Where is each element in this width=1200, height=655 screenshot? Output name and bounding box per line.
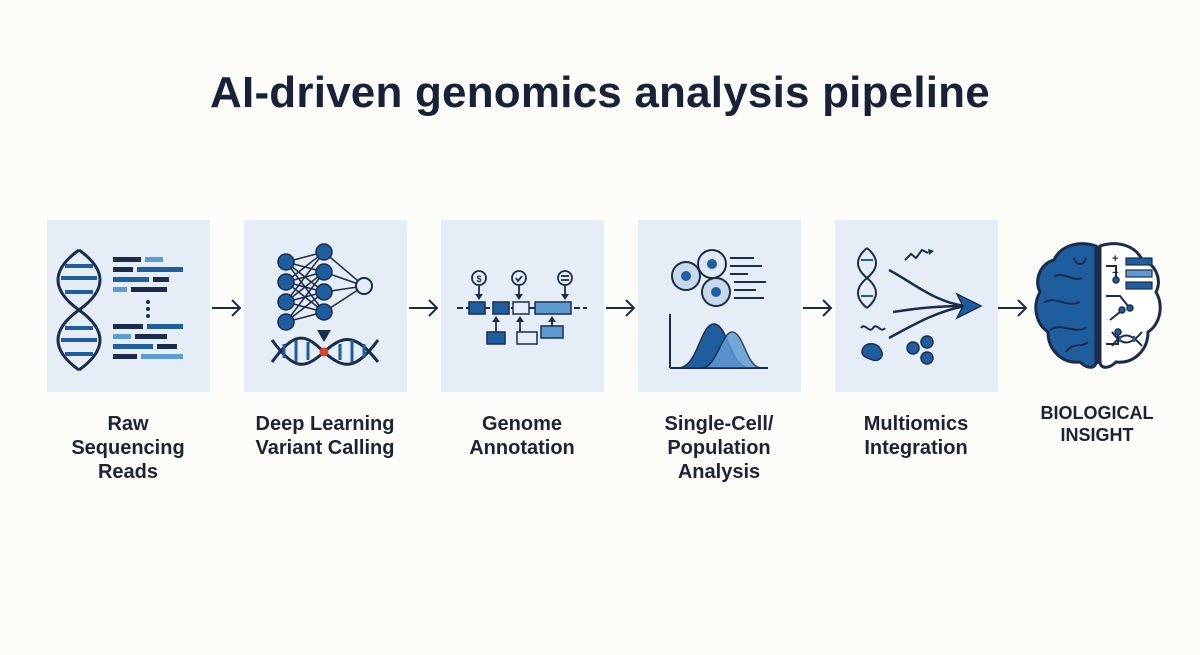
label-line: Genome xyxy=(481,413,563,435)
stage-label-genome-annotation: Genome Annotation xyxy=(427,412,617,460)
svg-text:−: − xyxy=(1112,267,1118,279)
stage-raw-reads xyxy=(47,220,210,392)
label-line: Sequencing xyxy=(71,437,185,459)
label-line: INSIGHT xyxy=(1060,425,1134,445)
label-line: BIOLOGICAL xyxy=(1040,403,1154,423)
label-line: Population xyxy=(667,437,771,459)
stage-variant-calling xyxy=(244,220,407,392)
arrow-right-icon xyxy=(212,299,242,317)
gene-track-icon: $ xyxy=(457,270,587,345)
svg-text:$: $ xyxy=(476,274,481,284)
label-line: Reads xyxy=(97,461,159,483)
stage-single-cell xyxy=(638,220,801,392)
label-line: Analysis xyxy=(677,461,761,483)
label-line: Multiomics xyxy=(863,413,969,435)
brain-circuit-icon: + − xyxy=(1034,242,1162,369)
arrow-right-icon xyxy=(409,299,439,317)
label-line: Variant Calling xyxy=(255,437,395,459)
output-biological-insight: + − xyxy=(1030,236,1164,382)
label-line: Raw xyxy=(107,413,149,435)
stage-multiomics xyxy=(835,220,998,392)
stage-label-multiomics: Multiomics Integration xyxy=(821,412,1011,460)
stage-genome-annotation: $ xyxy=(441,220,604,392)
label-line: Deep Learning xyxy=(255,413,395,435)
stage-label-raw-reads: Raw Sequencing Reads xyxy=(33,412,223,484)
cells-distribution-icon xyxy=(669,249,768,369)
page-title: AI-driven genomics analysis pipeline xyxy=(210,68,990,117)
label-line: Single-Cell/ xyxy=(664,413,774,435)
stage-label-variant-calling: Deep Learning Variant Calling xyxy=(230,412,420,460)
multiomics-merge-icon xyxy=(857,247,983,365)
neural-network-icon xyxy=(270,243,380,366)
stage-label-single-cell: Single-Cell/ Population Analysis xyxy=(624,412,814,484)
svg-text:+: + xyxy=(1112,253,1118,265)
output-label: BIOLOGICAL INSIGHT xyxy=(1002,402,1192,446)
arrow-right-icon xyxy=(998,299,1028,317)
arrow-right-icon xyxy=(606,299,636,317)
label-line: Integration xyxy=(864,437,968,459)
label-line: Annotation xyxy=(469,437,575,459)
arrow-right-icon xyxy=(803,299,833,317)
dna-reads-icon xyxy=(56,248,183,372)
